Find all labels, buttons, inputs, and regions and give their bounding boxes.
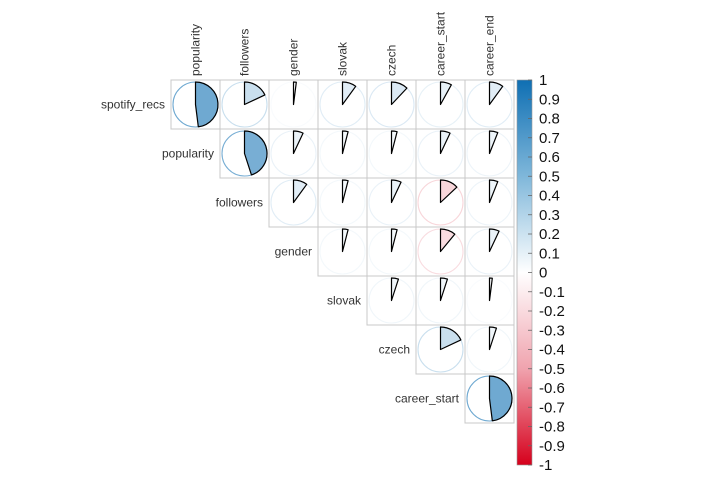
pie-wedge-spotify-recs-czech xyxy=(390,81,408,106)
pie-wedge-followers-czech xyxy=(390,179,402,204)
column-label-slovak: slovak xyxy=(336,41,350,76)
row-label-slovak: slovak xyxy=(327,294,362,308)
row-labels: spotify_recs popularity followers gender slo… xyxy=(101,98,460,406)
column-label-popularity: popularity xyxy=(189,24,203,76)
colorbar-tick-label: 0.1 xyxy=(539,245,560,262)
colorbar-tick-label: 0.3 xyxy=(539,207,560,224)
colorbar-tick-label: -0.1 xyxy=(539,284,565,301)
pie-wedge-gender-career-end xyxy=(488,228,500,253)
pie-wedge-spotify-recs-popularity xyxy=(194,81,219,128)
colorbar-tick-label: -0.6 xyxy=(539,380,565,397)
pie-wedge-popularity-czech xyxy=(390,130,398,155)
column-label-career-start: career_start xyxy=(434,11,448,76)
colorbar-tick-label: -0.4 xyxy=(539,342,565,359)
pie-wedge-slovak-career-start xyxy=(439,277,449,302)
grid-cell-career-start-career-end xyxy=(464,373,515,424)
colorbar-ticks: 1 0.9 0.8 0.7 0.6 0.5 0.4 0.3 0.2 0.1 0 -0.1 -0.2 -0.… xyxy=(528,72,565,474)
colorbar-tick-label: 1 xyxy=(539,72,547,89)
colorbar-tick-label: -1 xyxy=(539,457,552,474)
pie-wedge-popularity-career-start xyxy=(439,130,451,155)
pie-wedge-spotify-recs-career-end xyxy=(488,81,504,106)
colorbar-tick-label: -0.5 xyxy=(539,361,565,378)
colorbar-tick-label: -0.3 xyxy=(539,322,565,339)
pie-wedge-followers-gender xyxy=(292,179,308,204)
pie-wedge-gender-career-start xyxy=(439,228,456,253)
row-label-career-start: career_start xyxy=(395,392,460,406)
colorbar-tick-label: 0.9 xyxy=(539,91,560,108)
colorbar-tick-label: 0 xyxy=(539,265,547,282)
column-label-followers: followers xyxy=(238,29,252,76)
pie-wedge-popularity-slovak xyxy=(341,130,349,155)
colorbar-tick-label: 0.8 xyxy=(539,111,560,128)
column-label-czech: czech xyxy=(385,45,399,76)
colorbar-tick-label: -0.2 xyxy=(539,303,565,320)
pie-wedge-spotify-recs-followers xyxy=(243,81,266,106)
pie-wedge-czech-career-start xyxy=(439,326,462,351)
row-label-gender: gender xyxy=(275,245,312,259)
pie-wedge-popularity-gender xyxy=(292,130,304,155)
pie-wedge-popularity-career-end xyxy=(488,130,499,155)
colorbar-tick-label: 0.4 xyxy=(539,188,560,205)
colorbar-tick-label: -0.8 xyxy=(539,419,565,436)
pie-wedge-czech-career-end xyxy=(488,326,498,351)
colorbar-tick-label: 0.6 xyxy=(539,149,560,166)
pie-wedge-followers-slovak xyxy=(341,179,349,204)
colorbar-tick-label: -0.7 xyxy=(539,399,565,416)
grid-layer xyxy=(170,79,515,424)
pie-wedge-gender-czech xyxy=(390,228,398,253)
cells-layer xyxy=(172,81,513,422)
row-label-czech: czech xyxy=(379,343,410,357)
column-labels: popularity followers gender slovak czech care… xyxy=(189,11,497,76)
colorbar: 1 0.9 0.8 0.7 0.6 0.5 0.4 0.3 0.2 0.1 0 -0.1 -0.2 -0.… xyxy=(516,72,565,474)
pie-wedge-followers-career-end xyxy=(488,179,499,204)
pie-wedge-slovak-career-end xyxy=(488,277,493,302)
colorbar-tick-label: 0.5 xyxy=(539,168,560,185)
row-label-followers: followers xyxy=(216,196,263,210)
pie-wedge-spotify-recs-slovak xyxy=(341,81,357,106)
pie-wedge-spotify-recs-gender xyxy=(292,81,297,106)
column-label-career-end: career_end xyxy=(483,15,497,76)
pie-wedge-spotify-recs-career-start xyxy=(439,81,452,106)
column-label-gender: gender xyxy=(287,39,301,76)
pie-wedge-slovak-czech xyxy=(390,277,400,302)
colorbar-tick-label: -0.9 xyxy=(539,438,565,455)
pie-wedge-career-start-career-end xyxy=(488,375,513,422)
pie-wedge-followers-career-start xyxy=(439,179,458,204)
row-label-popularity: popularity xyxy=(162,147,214,161)
row-label-spotify-recs: spotify_recs xyxy=(101,98,165,112)
pie-wedge-popularity-followers xyxy=(243,130,268,176)
colorbar-tick-label: 0.2 xyxy=(539,226,560,243)
colorbar-tick-label: 0.7 xyxy=(539,130,560,147)
pie-wedge-gender-slovak xyxy=(341,228,349,253)
